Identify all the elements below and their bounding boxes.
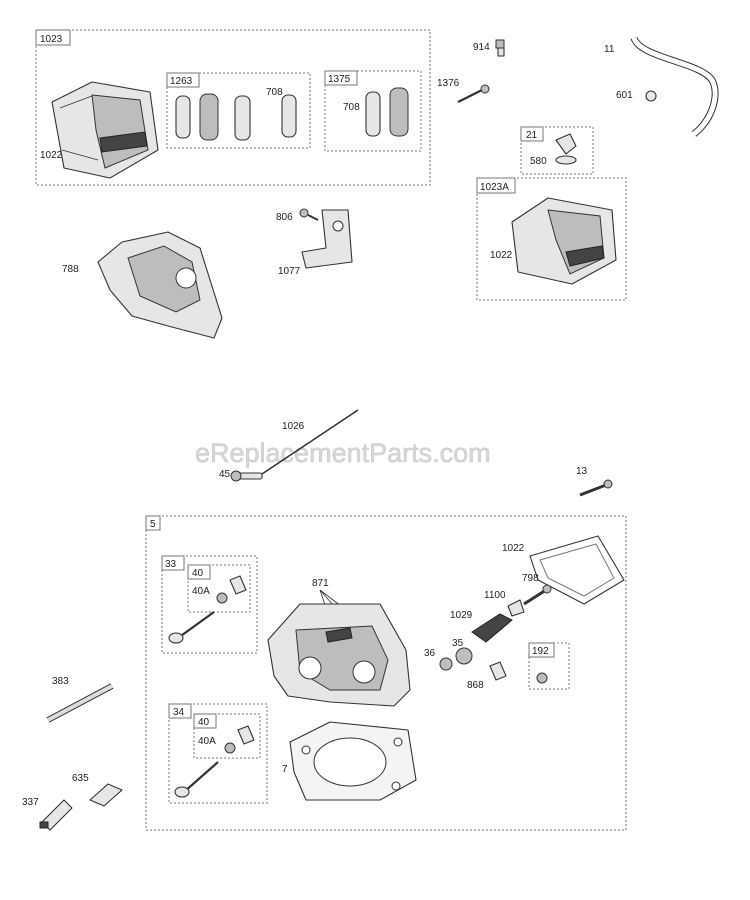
part-1026-pushrod [261,409,359,475]
label-1100[interactable]: 1100 [484,590,506,601]
label-708-a[interactable]: 708 [266,87,283,98]
label-1022-mid[interactable]: 1022 [490,250,513,261]
label-7[interactable]: 7 [282,764,288,775]
part-806-bolt [299,208,319,221]
part-914 [495,39,505,57]
label-708-b[interactable]: 708 [343,102,360,113]
group-box-1375 [324,70,422,152]
group-tag-33 [161,555,185,571]
label-798[interactable]: 798 [522,573,539,584]
label-1376[interactable]: 1376 [437,78,460,89]
label-36[interactable]: 36 [424,648,436,659]
part-cylinder-head [267,603,411,707]
label-635[interactable]: 635 [72,773,89,784]
part-192 [536,672,548,684]
group-tag-1263 [166,72,200,88]
label-192[interactable]: 192 [532,646,549,657]
label-1023A[interactable]: 1023A [480,182,509,193]
label-35[interactable]: 35 [452,638,464,649]
label-1077[interactable]: 1077 [278,266,301,277]
part-40-keepers-b [224,725,255,754]
group-tag-1375 [324,70,358,86]
group-tag-192 [528,642,555,658]
part-exhaust-valve [174,761,219,798]
part-1022-gasket [529,535,625,605]
part-1077-bracket [301,209,353,269]
part-868 [489,661,507,681]
label-601[interactable]: 601 [616,90,633,101]
label-33[interactable]: 33 [165,559,177,570]
group-box-1023 [35,29,431,186]
group-tag-1023A [476,177,516,194]
group-box-1023A [476,177,627,301]
label-40-b[interactable]: 40 [198,717,210,728]
group-tag-1023 [35,29,71,46]
label-788[interactable]: 788 [62,264,79,275]
label-580[interactable]: 580 [530,156,547,167]
part-601-clamp [645,90,657,102]
label-1029[interactable]: 1029 [450,610,473,621]
label-383[interactable]: 383 [52,676,69,687]
group-tag-40-a [187,564,211,580]
valve-cover-1022-top [51,81,159,179]
group-tag-34 [168,703,192,719]
label-21[interactable]: 21 [526,130,538,141]
label-1375[interactable]: 1375 [328,74,351,85]
label-914[interactable]: 914 [473,42,490,53]
part-1100 [507,599,525,617]
label-45[interactable]: 45 [219,469,231,480]
label-11[interactable]: 11 [604,44,615,55]
part-337-spark-plug [39,799,73,831]
part-40-keepers-a [216,575,247,604]
label-5[interactable]: 5 [150,519,156,530]
gaskets-1375 [365,87,409,137]
label-40A-a[interactable]: 40A [192,586,210,597]
label-1022-box5[interactable]: 1022 [502,543,525,554]
group-box-1263 [166,72,311,149]
label-806[interactable]: 806 [276,212,293,223]
part-635-boot [89,783,123,807]
part-7-head-gasket [289,721,417,801]
part-intake-valve [168,611,215,644]
label-13[interactable]: 13 [576,466,588,477]
label-868[interactable]: 868 [467,680,484,691]
label-40-a[interactable]: 40 [192,568,204,579]
label-871[interactable]: 871 [312,578,329,589]
label-40A-b[interactable]: 40A [198,736,216,747]
group-tag-21 [520,126,544,142]
label-1026[interactable]: 1026 [282,421,305,432]
label-337[interactable]: 337 [22,797,39,808]
part-13-bolt [579,479,613,497]
watermark-text: eReplacementParts.com [195,438,491,468]
label-34[interactable]: 34 [173,707,185,718]
part-35-36-springs [439,647,473,671]
valve-cover-1022-1023A [511,197,617,285]
part-1376 [457,84,490,103]
part-383 [46,683,114,723]
label-1022-top[interactable]: 1022 [40,150,63,161]
group-tag-5 [145,515,161,531]
label-1023[interactable]: 1023 [40,34,63,45]
part-21-dipstick-cap [555,133,577,165]
part-45-bolt [230,470,263,482]
group-box-5 [145,515,627,831]
group-box-40-b [193,713,261,759]
group-tag-40-b [193,713,217,729]
group-box-21 [520,126,594,175]
part-798-stud [523,584,552,606]
group-box-40-a [187,564,251,613]
part-1029-rocker [471,613,513,643]
group-box-34 [168,703,268,804]
label-1263[interactable]: 1263 [170,76,193,87]
gaskets-1263 [175,93,297,141]
part-788-shroud [97,231,223,339]
